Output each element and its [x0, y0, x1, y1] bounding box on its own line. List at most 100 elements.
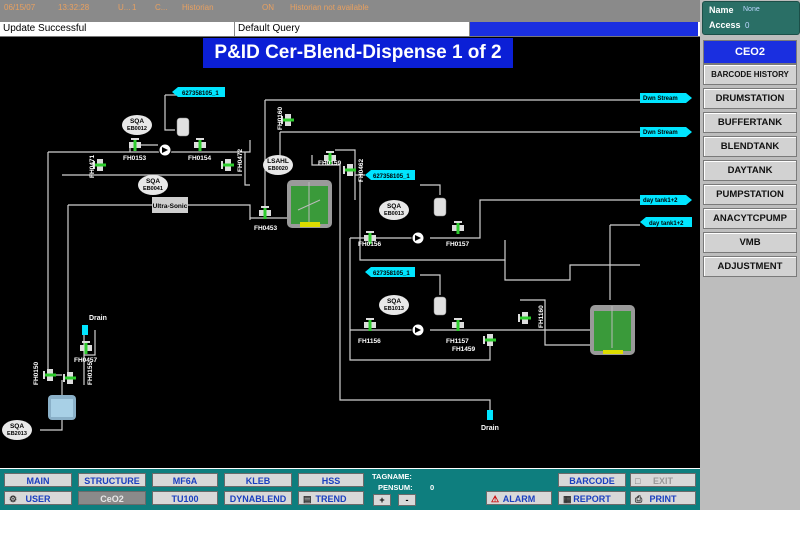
lsahl-eb0020[interactable]: LSAHL EB0020 — [263, 155, 293, 175]
day-tank[interactable] — [590, 305, 635, 355]
label-fh1160: FH1160 — [538, 305, 545, 328]
trend-button[interactable]: ▤ TREND — [298, 491, 364, 505]
valve-fh0453[interactable] — [259, 206, 271, 219]
nav-pumpstation[interactable]: PUMPSTATION — [703, 184, 797, 205]
valve-fh0150[interactable] — [43, 369, 56, 381]
nav-anacytcpump[interactable]: ANACYTCPUMP — [703, 208, 797, 229]
dynablend-button[interactable]: DYNABLEND — [224, 491, 292, 505]
label-fh0462: FH0462 — [358, 158, 365, 182]
flag-downstream-2[interactable] — [640, 127, 692, 137]
user-button[interactable]: ⚙ USER — [4, 491, 72, 505]
valve-fh0153[interactable] — [129, 138, 141, 151]
valve-fh0457[interactable] — [80, 341, 92, 354]
flag-downstream-1[interactable] — [640, 93, 692, 103]
svg-text:Ultra-Sonic: Ultra-Sonic — [153, 203, 188, 210]
sqa-eb0041[interactable]: SQA EB0041 — [138, 175, 168, 195]
alarm-button[interactable]: ⚠ ALARM — [486, 491, 552, 505]
kleb-button[interactable]: KLEB — [224, 473, 292, 487]
flag-daytank-1-label: day tank1+2 — [643, 198, 678, 204]
valve-fh1156[interactable] — [364, 318, 376, 331]
label-fh0160: FH0160 — [277, 106, 284, 130]
print-button[interactable]: ⎙ PRINT — [630, 491, 696, 505]
label-fh0471: FH0471 — [89, 154, 96, 178]
alarm-state: ON — [262, 3, 274, 12]
flag-daytank-2[interactable] — [640, 217, 692, 227]
label-fh0472: FH0472 — [237, 148, 244, 172]
flag-downstream-1-label: Dwn Stream — [643, 96, 678, 102]
ceo2-button[interactable]: CeO2 — [78, 491, 146, 505]
barcode-button[interactable]: BARCODE — [558, 473, 626, 487]
label-fh1156: FH1156 — [358, 338, 381, 345]
svg-text:EB0020: EB0020 — [268, 166, 288, 172]
blend-tank[interactable] — [287, 180, 332, 228]
print-icon: ⎙ — [635, 494, 643, 504]
alarm-count: 1 — [132, 3, 137, 12]
label-fh0156: FH0156 — [358, 241, 382, 248]
valve-fh0154[interactable] — [194, 138, 206, 151]
filter-1 — [176, 117, 190, 137]
login-box[interactable]: Name None Access 0 — [702, 1, 800, 35]
nav-buffertank[interactable]: BUFFERTANK — [703, 112, 797, 133]
valve-fh0157[interactable] — [452, 221, 464, 234]
report-button[interactable]: ▦ REPORT — [558, 491, 626, 505]
flag-1-label: 627358105_1 — [182, 91, 219, 97]
structure-button[interactable]: STRUCTURE — [78, 473, 146, 487]
flag-3[interactable] — [365, 267, 415, 277]
label-fh0153: FH0153 — [123, 155, 147, 162]
ultrasonic-unit[interactable]: Ultra-Sonic — [152, 197, 188, 213]
sqa-eb0013[interactable]: SQA EB0013 — [379, 200, 409, 220]
tu100-button[interactable]: TU100 — [152, 491, 218, 505]
sqa-eb2013[interactable]: SQA EB2013 — [2, 420, 32, 440]
nav-blendtank[interactable]: BLENDTANK — [703, 136, 797, 157]
drain-1 — [82, 325, 88, 335]
query-progress — [470, 22, 698, 36]
nav-vmb[interactable]: VMB — [703, 232, 797, 253]
query-name[interactable]: Default Query — [235, 22, 470, 36]
nav-drumstation[interactable]: DRUMSTATION — [703, 88, 797, 109]
exit-button[interactable]: □ EXIT — [630, 473, 696, 487]
drum-tank[interactable] — [48, 395, 76, 420]
pensum-label: PENSUM: — [378, 483, 413, 492]
drain-1-label: Drain — [89, 315, 107, 322]
mf6a-button[interactable]: MF6A — [152, 473, 218, 487]
svg-text:LSAHL: LSAHL — [267, 158, 289, 165]
nav-barcode-history[interactable]: BARCODE HISTORY — [703, 64, 797, 85]
label-fh0155: FH0155 — [87, 361, 94, 385]
valve-fh0155[interactable] — [63, 372, 76, 384]
exit-icon: □ — [635, 476, 641, 486]
flag-2[interactable] — [365, 170, 415, 180]
sqa-eb0012[interactable]: SQA EB0012 — [122, 115, 152, 135]
main-button[interactable]: MAIN — [4, 473, 72, 487]
right-nav-panel — [700, 0, 800, 510]
valve-fh1160[interactable] — [518, 312, 531, 324]
nav-daytank[interactable]: DAYTANK — [703, 160, 797, 181]
sqa-eb1013[interactable]: SQA EB1013 — [379, 295, 409, 315]
svg-text:EB1013: EB1013 — [384, 306, 404, 312]
valve-fh0472[interactable] — [221, 159, 234, 171]
svg-text:SQA: SQA — [387, 203, 401, 210]
user-button-label: USER — [25, 494, 51, 504]
flag-daytank-2-label: day tank1+2 — [649, 221, 684, 227]
label-fh1459: FH1459 — [452, 346, 476, 353]
svg-text:SQA: SQA — [387, 298, 401, 305]
alarm-date: 06/15/07 — [4, 3, 36, 12]
filter-2 — [433, 197, 447, 217]
label-fh0157: FH0157 — [446, 241, 470, 248]
drain-2-label: Drain — [481, 425, 499, 432]
minus-button[interactable]: - — [398, 494, 416, 506]
valve-fh1157[interactable] — [452, 318, 464, 331]
nav-adjustment[interactable]: ADJUSTMENT — [703, 256, 797, 277]
hss-button[interactable]: HSS — [298, 473, 364, 487]
flag-daytank-1[interactable] — [640, 195, 692, 205]
name-value: None — [743, 6, 760, 13]
label-fh0453: FH0453 — [254, 225, 278, 232]
alarm-user: U... — [118, 3, 131, 12]
access-label: Access — [709, 20, 741, 30]
valve-fh0462[interactable] — [343, 164, 356, 176]
nav-ceo2[interactable]: CEO2 — [703, 40, 797, 64]
svg-text:SQA: SQA — [10, 423, 24, 430]
valve-fh1459[interactable] — [483, 334, 496, 346]
flag-1[interactable] — [172, 87, 225, 97]
alarm-bar: 06/15/07 13:32:28 U... 1 C... Historian … — [0, 0, 700, 22]
plus-button[interactable]: + — [373, 494, 391, 506]
